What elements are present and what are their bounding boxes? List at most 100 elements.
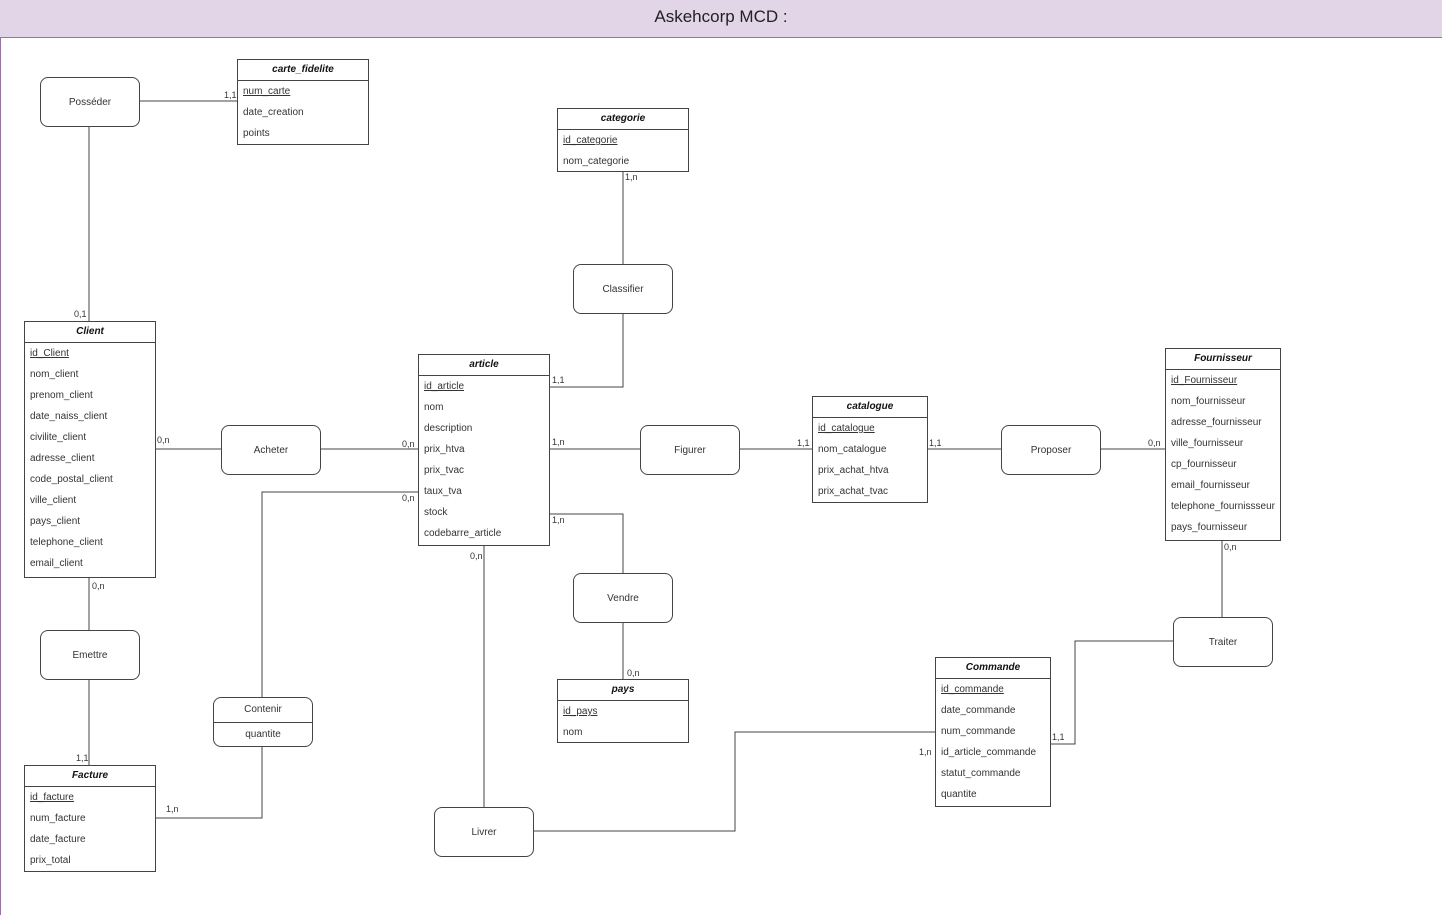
cardinality-label: 1,1 <box>1052 732 1065 742</box>
cardinality-label: 0,n <box>1224 542 1237 552</box>
attribute: id_categorie <box>563 135 618 146</box>
association-livrer[interactable]: Livrer <box>434 807 534 857</box>
attribute: prix_tvac <box>424 465 465 476</box>
entity-name: carte_fidelite <box>238 60 368 81</box>
attribute: prix_achat_tvac <box>818 486 889 497</box>
association-contenir[interactable]: Contenir quantite <box>213 697 313 747</box>
attribute: taux_tva <box>424 486 462 497</box>
cardinality-label: 0,n <box>627 668 640 678</box>
attribute: statut_commande <box>941 768 1021 779</box>
link-vendre-article <box>549 513 624 573</box>
attribute: pays_client <box>30 516 81 527</box>
attribute: num_commande <box>941 726 1016 737</box>
attribute: num_facture <box>30 813 86 824</box>
entity-fournisseur[interactable]: Fournisseur id_Fournisseur nom_fournisse… <box>1165 348 1281 541</box>
association-emettre[interactable]: Emettre <box>40 630 140 680</box>
entity-client[interactable]: Client id_Client nom_client prenom_clien… <box>24 321 156 578</box>
entity-name: Commande <box>936 658 1050 679</box>
attribute: id_facture <box>30 792 74 803</box>
link-contenir-article <box>261 491 418 697</box>
attribute: id_catalogue <box>818 423 875 434</box>
cardinality-label: 0,1 <box>74 309 87 319</box>
entity-name: Client <box>25 322 155 343</box>
cardinality-label: 0,n <box>92 581 105 591</box>
diagram-canvas <box>0 38 1442 915</box>
cardinality-label: 1,n <box>919 747 932 757</box>
cardinality-label: 0,n <box>402 493 415 503</box>
attribute: nom_client <box>30 369 79 380</box>
attribute: adresse_fournisseur <box>1171 417 1262 428</box>
association-proposer[interactable]: Proposer <box>1001 425 1101 475</box>
attribute: date_creation <box>243 107 304 118</box>
entity-article[interactable]: article id_article nom description prix_… <box>418 354 550 546</box>
attribute: civilite_client <box>30 432 87 443</box>
attribute: date_naiss_client <box>30 411 108 422</box>
attribute: id_Client <box>30 348 69 359</box>
attribute: num_carte <box>243 86 291 97</box>
attribute: ville_client <box>30 495 77 506</box>
entity-facture[interactable]: Facture id_facture num_facture date_fact… <box>24 765 156 872</box>
entity-pays[interactable]: pays id_pays nom <box>557 679 689 743</box>
link-classifier-article <box>549 313 624 388</box>
attribute: date_facture <box>30 834 86 845</box>
association-name: Contenir <box>214 698 312 723</box>
attribute: cp_fournisseur <box>1171 459 1237 470</box>
association-acheter[interactable]: Acheter <box>221 425 321 475</box>
attribute: prenom_client <box>30 390 93 401</box>
attribute: quantite <box>941 789 977 800</box>
attribute: prix_achat_htva <box>818 465 889 476</box>
entity-commande[interactable]: Commande id_commande date_commande num_c… <box>935 657 1051 807</box>
cardinality-label: 0,n <box>470 551 483 561</box>
cardinality-label: 0,n <box>157 435 170 445</box>
entity-name: categorie <box>558 109 688 130</box>
link-contenir-facture <box>156 746 263 819</box>
association-vendre[interactable]: Vendre <box>573 573 673 623</box>
association-classifier[interactable]: Classifier <box>573 264 673 314</box>
attribute: pays_fournisseur <box>1171 522 1248 533</box>
attribute: points <box>243 128 270 139</box>
cardinality-label: 0,n <box>402 439 415 449</box>
entity-catalogue[interactable]: catalogue id_catalogue nom_catalogue pri… <box>812 396 928 503</box>
attribute: codebarre_article <box>424 528 502 539</box>
attribute: code_postal_client <box>30 474 113 485</box>
entity-name: Facture <box>25 766 155 787</box>
attribute: date_commande <box>941 705 1016 716</box>
association-figurer[interactable]: Figurer <box>640 425 740 475</box>
attribute: telephone_fournissseur <box>1171 501 1275 512</box>
association-attribute: quantite <box>245 729 281 740</box>
attribute: nom_categorie <box>563 156 630 167</box>
diagram-title: Askehcorp MCD : <box>0 0 1442 38</box>
entity-name: pays <box>558 680 688 701</box>
cardinality-label: 1,1 <box>224 90 237 100</box>
entity-carte-fidelite[interactable]: carte_fidelite num_carte date_creation p… <box>237 59 369 145</box>
attribute: adresse_client <box>30 453 95 464</box>
attribute: nom_catalogue <box>818 444 887 455</box>
cardinality-label: 1,n <box>552 515 565 525</box>
cardinality-label: 1,n <box>552 437 565 447</box>
cardinality-label: 0,n <box>1148 438 1161 448</box>
entity-name: catalogue <box>813 397 927 418</box>
attribute: id_pays <box>563 706 598 717</box>
link-livrer-commande <box>533 731 935 832</box>
attribute: description <box>424 423 473 434</box>
attribute: ville_fournisseur <box>1171 438 1244 449</box>
attribute: nom <box>424 402 444 413</box>
attribute: email_client <box>30 558 83 569</box>
link-traiter-commande <box>1050 640 1173 745</box>
cardinality-label: 1,1 <box>797 438 810 448</box>
cardinality-label: 1,n <box>166 804 179 814</box>
attribute: id_commande <box>941 684 1004 695</box>
entity-categorie[interactable]: categorie id_categorie nom_categorie <box>557 108 689 172</box>
cardinality-label: 1,1 <box>929 438 942 448</box>
attribute: id_article_commande <box>941 747 1037 758</box>
entity-name: article <box>419 355 549 376</box>
cardinality-label: 1,1 <box>76 753 89 763</box>
attribute: stock <box>424 507 448 518</box>
association-traiter[interactable]: Traiter <box>1173 617 1273 667</box>
attribute: telephone_client <box>30 537 103 548</box>
attribute: prix_htva <box>424 444 465 455</box>
attribute: id_Fournisseur <box>1171 375 1238 386</box>
association-posseder[interactable]: Posséder <box>40 77 140 127</box>
attribute: nom <box>563 727 583 738</box>
